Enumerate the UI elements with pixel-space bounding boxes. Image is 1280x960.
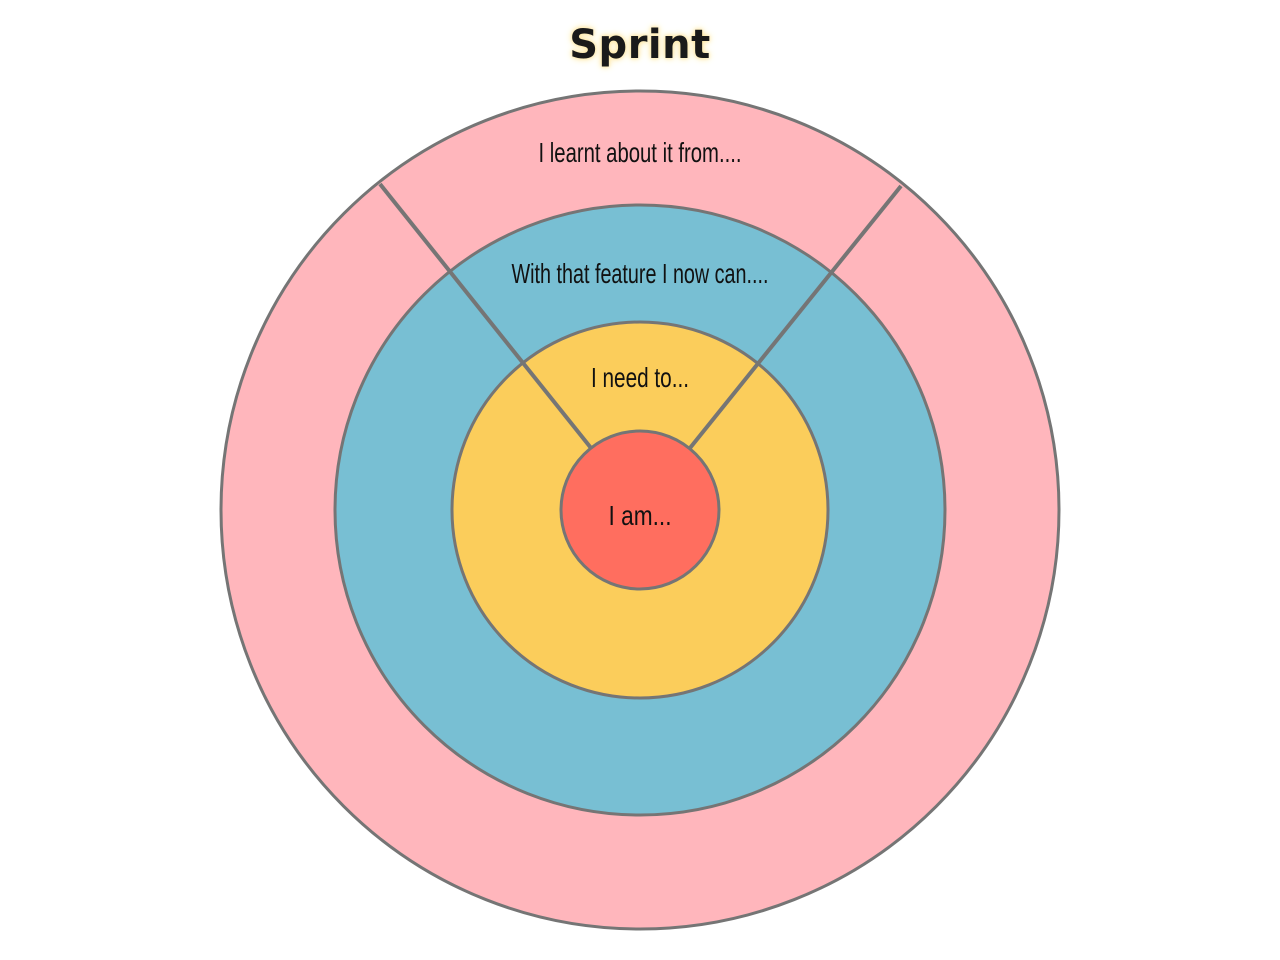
wedge-divider-left [378,182,593,450]
wedge-divider-right [688,184,903,450]
ring-third-label: I need to... [591,362,689,393]
ring-outer-label: I learnt about it from.... [539,137,742,168]
ring-second-label: With that feature I now can.... [512,258,769,289]
ring-center [559,429,721,591]
diagram-title: Sprint [569,22,711,68]
ring-center-label: I am... [609,500,672,531]
